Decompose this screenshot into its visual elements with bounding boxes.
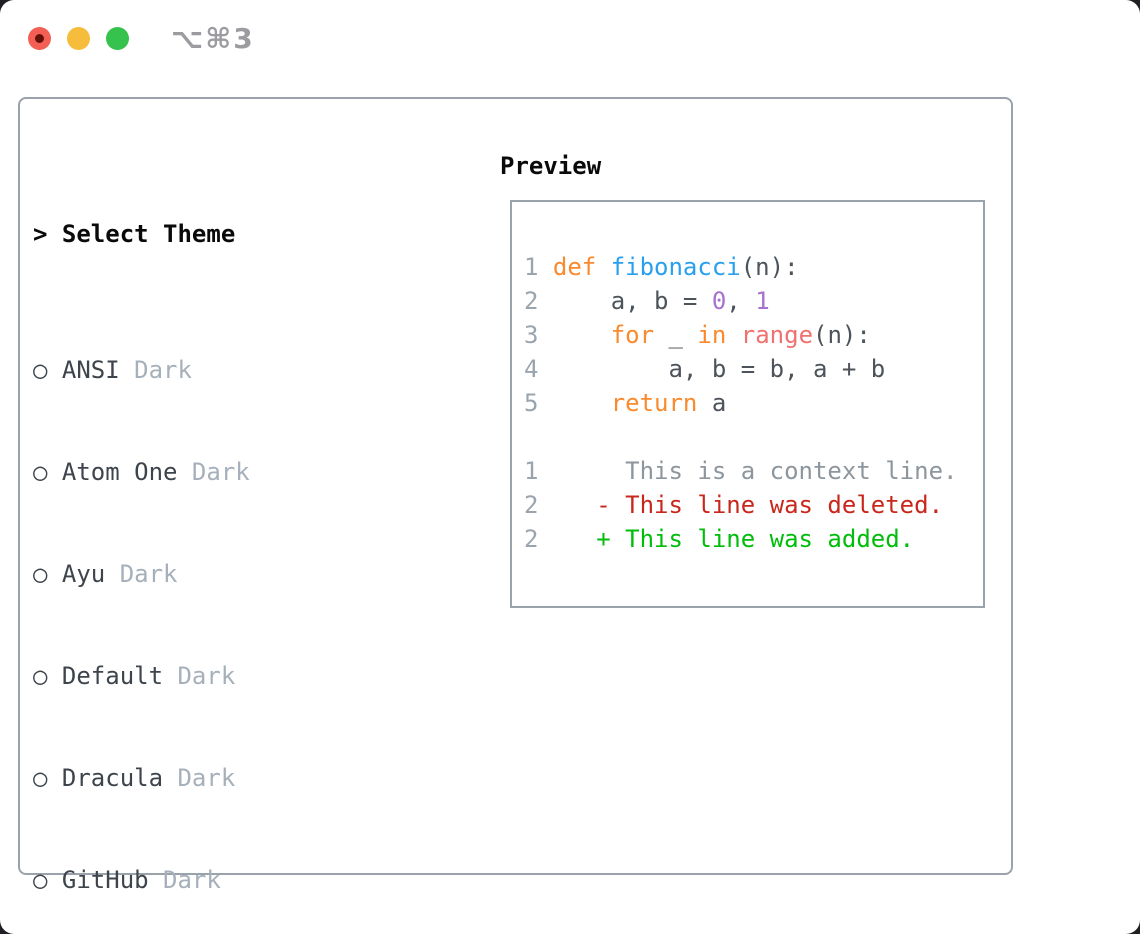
code-token: return <box>610 389 698 417</box>
code-token: def <box>552 253 611 281</box>
code-line: 1 def fibonacci(n): <box>524 250 983 284</box>
code-token: for <box>610 321 655 349</box>
radio-icon: ○ <box>33 560 48 588</box>
code-token: This is a context line. <box>552 457 958 485</box>
theme-option-github-dark[interactable]: ○ GitHub Dark <box>33 863 438 897</box>
theme-name: Default <box>61 662 164 690</box>
close-button[interactable] <box>28 26 51 50</box>
code-token: (n): <box>813 321 871 349</box>
code-token: a, b = b, a + b <box>552 355 886 383</box>
select-theme-header: > Select Theme <box>33 217 438 251</box>
code-token: fibonacci <box>610 253 741 281</box>
code-token: a, b = <box>552 287 712 315</box>
minimize-button[interactable] <box>67 26 90 50</box>
radio-icon: ○ <box>33 458 48 486</box>
title-bar: ⌥⌘3 <box>28 22 255 55</box>
prompt-icon: > <box>33 220 48 248</box>
theme-option-ayu-dark[interactable]: ○ Ayu Dark <box>33 557 438 591</box>
window-shortcut-label: ⌥⌘3 <box>171 21 255 55</box>
diff-context-line: 1 This is a context line. <box>524 454 983 488</box>
theme-variant: Dark <box>177 764 236 792</box>
theme-option-default-dark[interactable]: ○ Default Dark <box>33 659 438 693</box>
code-token: (n): <box>740 253 799 281</box>
code-token <box>553 389 611 417</box>
theme-option-atom-one-dark[interactable]: ○ Atom One Dark <box>33 455 438 489</box>
line-number: 5 <box>524 389 539 417</box>
line-number: 3 <box>524 321 539 349</box>
theme-name: Dracula <box>61 764 164 792</box>
code-line: 2 a, b = 0, 1 <box>524 284 983 318</box>
theme-option-dracula-dark[interactable]: ○ Dracula Dark <box>33 761 438 795</box>
code-line: 4 a, b = b, a + b <box>524 352 983 386</box>
radio-icon: ○ <box>33 866 48 894</box>
line-number: 2 <box>524 491 539 519</box>
code-token <box>553 321 611 349</box>
theme-name: Ayu <box>61 560 106 588</box>
code-line: 5 return a <box>524 386 983 420</box>
radio-icon: ○ <box>33 662 48 690</box>
code-line-blank <box>524 420 983 454</box>
line-number: 1 <box>524 457 539 485</box>
line-number: 2 <box>524 287 539 315</box>
code-token: + This line was added. <box>552 525 915 553</box>
diff-deleted-line: 2 - This line was deleted. <box>524 488 983 522</box>
line-number: 1 <box>524 253 539 281</box>
theme-option-ansi-dark[interactable]: ○ ANSI Dark <box>33 353 438 387</box>
code-token: - This line was deleted. <box>552 491 944 519</box>
code-token: , <box>726 287 756 315</box>
code-token: a <box>697 389 727 417</box>
code-token: in <box>697 321 727 349</box>
select-theme-title: Select Theme <box>61 220 236 248</box>
theme-variant: Dark <box>191 458 250 486</box>
line-number: 4 <box>524 355 539 383</box>
theme-name: GitHub <box>61 866 149 894</box>
code-token <box>726 321 740 349</box>
theme-name: ANSI <box>61 356 120 384</box>
code-token: range <box>740 321 814 349</box>
theme-variant: Dark <box>119 560 178 588</box>
theme-variant: Dark <box>134 356 192 384</box>
code-token: 1 <box>755 287 770 315</box>
theme-variant: Dark <box>163 866 221 894</box>
line-number: 2 <box>524 525 539 553</box>
radio-icon: ○ <box>33 356 48 384</box>
code-token: 0 <box>711 287 727 315</box>
radio-icon: ○ <box>33 764 48 792</box>
theme-variant: Dark <box>177 662 236 690</box>
diff-added-line: 2 + This line was added. <box>524 522 983 556</box>
theme-name: Atom One <box>61 458 178 486</box>
code-token: _ <box>654 321 698 349</box>
maximize-button[interactable] <box>106 26 129 50</box>
code-line: 3 for _ in range(n): <box>524 318 983 352</box>
preview-title: Preview <box>500 152 602 180</box>
